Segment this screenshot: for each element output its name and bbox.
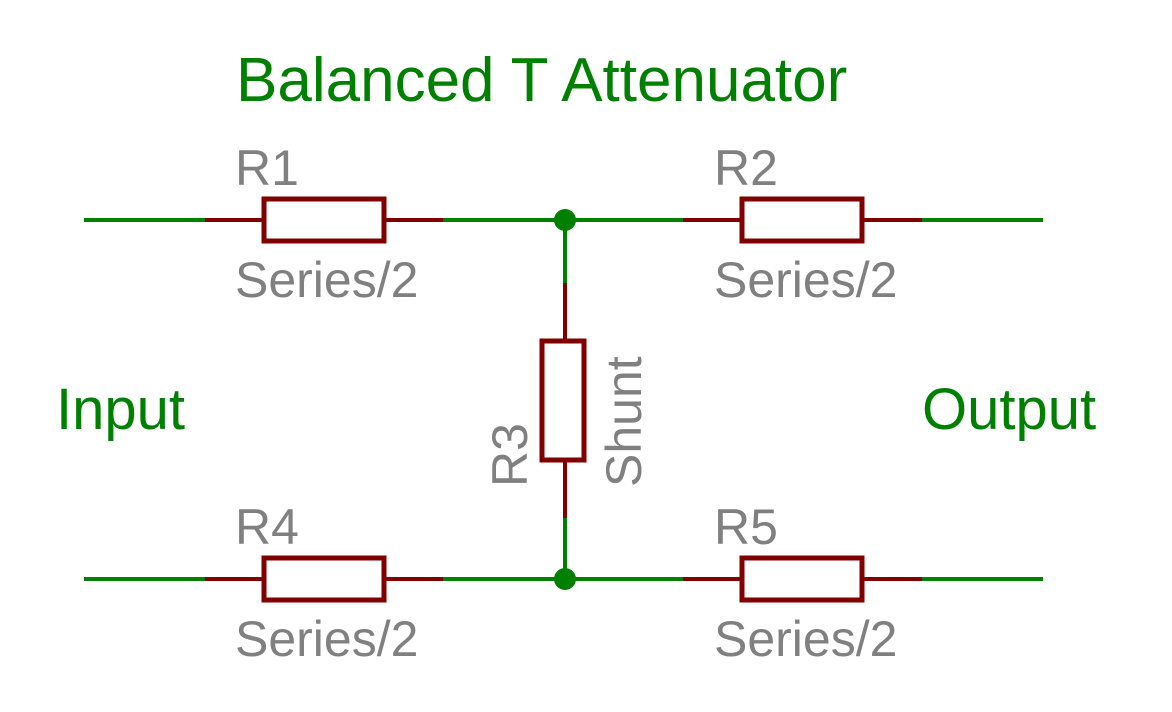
r4-value-label: Series/2 xyxy=(235,611,418,667)
r2-body xyxy=(739,196,865,244)
resistor-r2: R2 Series/2 xyxy=(683,140,922,308)
r4-ref-label: R4 xyxy=(235,499,299,555)
bottom-junction-dot xyxy=(554,568,576,590)
r4-body xyxy=(261,555,387,603)
resistor-r5: R5 Series/2 xyxy=(683,499,922,667)
resistor-r3: R3 Shunt xyxy=(482,283,652,518)
r5-body xyxy=(739,555,865,603)
r2-ref-label: R2 xyxy=(714,140,778,196)
r1-ref-label: R1 xyxy=(235,140,299,196)
top-junction-dot xyxy=(554,209,576,231)
r1-body xyxy=(261,196,387,244)
r3-value-label: Shunt xyxy=(596,356,652,487)
input-label: Input xyxy=(56,377,185,442)
output-label: Output xyxy=(922,377,1096,442)
r1-value-label: Series/2 xyxy=(235,252,418,308)
resistor-r4: R4 Series/2 xyxy=(205,499,443,667)
resistor-r1: R1 Series/2 xyxy=(205,140,443,308)
r5-ref-label: R5 xyxy=(714,499,778,555)
r5-value-label: Series/2 xyxy=(714,611,897,667)
diagram-title: Balanced T Attenuator xyxy=(236,46,847,115)
r3-body xyxy=(539,338,587,463)
r2-value-label: Series/2 xyxy=(714,252,897,308)
r3-ref-label: R3 xyxy=(482,423,538,487)
